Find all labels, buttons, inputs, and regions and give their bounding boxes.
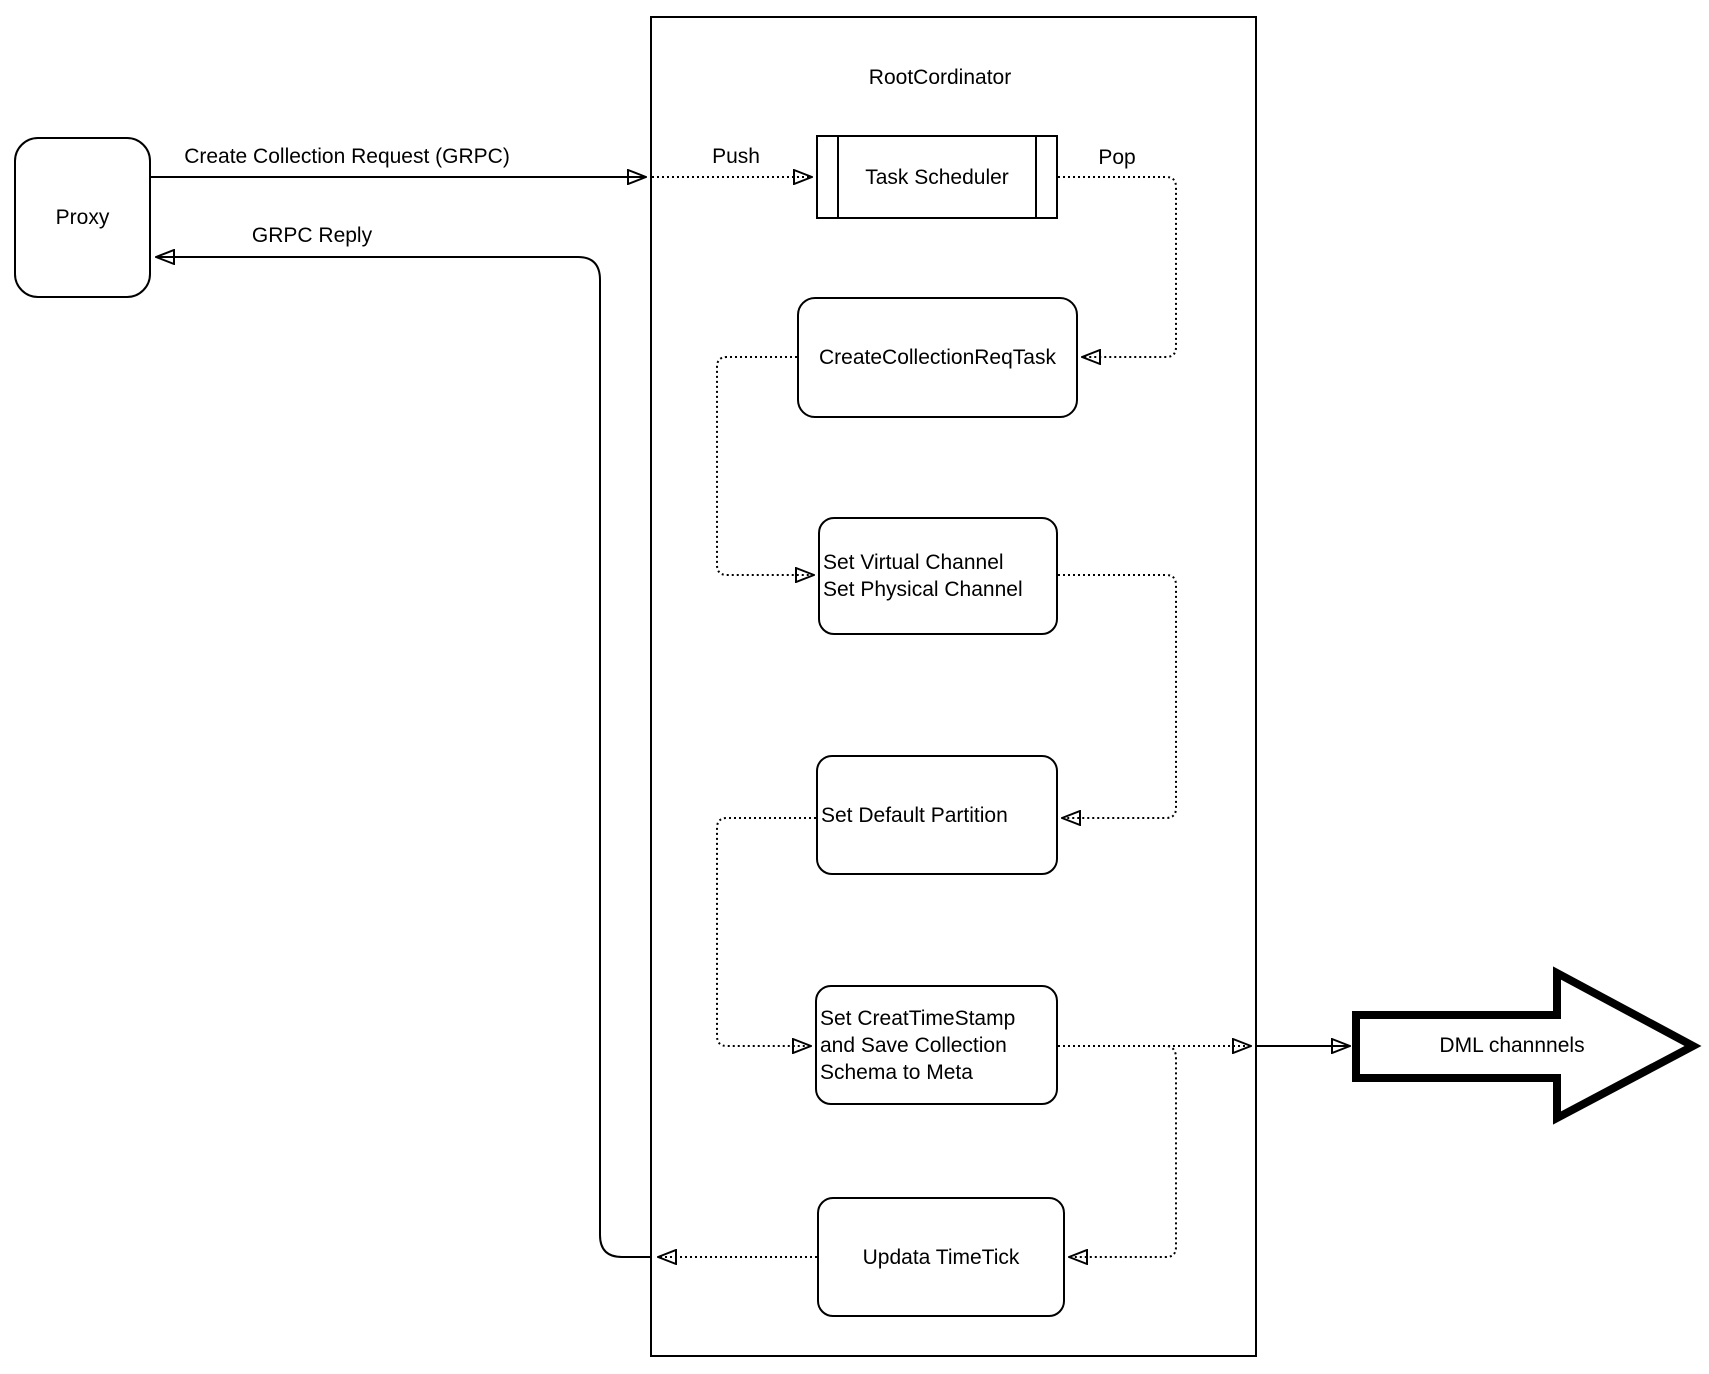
set-default-partition-node: Set Default Partition bbox=[816, 755, 1058, 875]
rootcordinator-container bbox=[650, 16, 1257, 1357]
edge-pop bbox=[1058, 176, 1177, 357]
task-scheduler-label: Task Scheduler bbox=[865, 165, 1009, 189]
proxy-node: Proxy bbox=[14, 137, 151, 298]
edge-setdefault-to-settimestamp bbox=[716, 817, 816, 1046]
edge-label-push: Push bbox=[710, 145, 762, 169]
rootcordinator-title: RootCordinator bbox=[868, 66, 1012, 89]
set-creat-timestamp-node: Set CreatTimeStamp and Save Collection S… bbox=[815, 985, 1058, 1105]
edge-reqtask-to-setvirtual bbox=[716, 356, 814, 575]
create-collection-req-task-node: CreateCollectionReqTask bbox=[797, 297, 1078, 418]
set-virtual-channel-node: Set Virtual Channel Set Physical Channel bbox=[818, 517, 1058, 635]
edge-label-create-collection-request: Create Collection Request (GRPC) bbox=[182, 145, 512, 169]
edge-label-grpc-reply: GRPC Reply bbox=[249, 224, 375, 248]
task-scheduler-right-bar bbox=[1035, 136, 1037, 218]
edge-label-pop: Pop bbox=[1096, 146, 1138, 170]
edge-branch-to-updata bbox=[1069, 1045, 1177, 1257]
updata-timetick-label: Updata TimeTick bbox=[862, 1245, 1020, 1269]
set-default-partition-label: Set Default Partition bbox=[821, 803, 1008, 827]
proxy-label: Proxy bbox=[55, 206, 110, 229]
dml-channels-arrow bbox=[1352, 966, 1702, 1125]
updata-timetick-node: Updata TimeTick bbox=[817, 1197, 1065, 1317]
edge-grpc-reply bbox=[156, 257, 650, 1258]
dml-channels-label: DML channnels bbox=[1439, 1034, 1585, 1057]
set-virtual-channel-label: Set Virtual Channel Set Physical Channel bbox=[823, 551, 1023, 601]
edge-setvirtual-to-setdefault bbox=[1058, 574, 1177, 818]
task-scheduler-node: Task Scheduler bbox=[816, 135, 1058, 219]
create-collection-req-task-label: CreateCollectionReqTask bbox=[819, 346, 1056, 369]
task-scheduler-left-bar bbox=[837, 136, 839, 218]
set-creat-timestamp-label: Set CreatTimeStamp and Save Collection S… bbox=[820, 1006, 1016, 1084]
